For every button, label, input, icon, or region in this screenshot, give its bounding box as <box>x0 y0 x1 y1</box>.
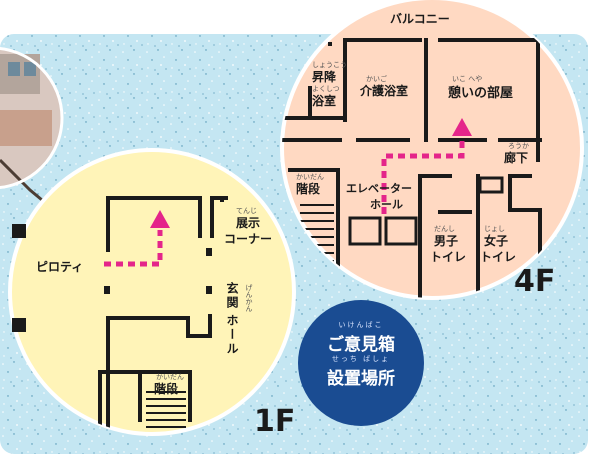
ruby-care-bath: かいご <box>366 75 387 83</box>
label-corridor: 廊下 <box>504 151 529 165</box>
label-piloti: ピロティ <box>36 260 84 274</box>
ruby-lounge: いこ へや <box>452 75 483 83</box>
label-elevator-hall-2: ホール <box>370 198 403 211</box>
ruby-corridor: ろうか <box>508 142 529 150</box>
floor-label-4f: 4F <box>514 264 556 299</box>
label-exhibit: 展示 <box>236 216 261 230</box>
label-womens-toilet-2: トイレ <box>480 250 517 264</box>
ruby-women: じょし <box>484 225 505 233</box>
label-entrance-hall-2: ホール <box>225 314 239 356</box>
ruby-lift: しょうこう <box>312 61 347 69</box>
photo-circle <box>0 46 64 202</box>
badge-ruby-1: いけんばこ <box>338 321 384 329</box>
label-mens-toilet: 男子 <box>434 234 459 248</box>
badge-line-2: 設置場所 <box>327 369 395 389</box>
floor-1f-plan <box>8 148 296 436</box>
badge-line-1: ご意見箱 <box>327 335 395 355</box>
ruby-stairs-1f: かいだん <box>156 373 184 381</box>
label-entrance-hall: 玄関 <box>225 282 239 310</box>
label-elevator-hall: エレベーター <box>346 182 412 195</box>
label-exhibit-2: コーナー <box>224 232 273 246</box>
ruby-exhibit: てんじ <box>236 207 257 215</box>
suggestion-box-badge: いけんばこ ご意見箱 せっち ばしょ 設置場所 <box>298 300 424 426</box>
route-arrow-1f <box>104 210 170 267</box>
route-arrow-4f <box>381 118 472 214</box>
ruby-men: だんし <box>434 225 455 233</box>
label-stairs-1f: 階段 <box>154 382 179 396</box>
ruby-entrance: げんかん <box>245 284 253 312</box>
label-stairs-4f: 階段 <box>296 182 321 196</box>
label-mens-toilet-2: トイレ <box>430 250 467 264</box>
ruby-stairs-4f: かいだん <box>296 173 324 181</box>
label-lounge: 憩いの部屋 <box>448 86 514 101</box>
label-balcony: バルコニー <box>390 12 450 26</box>
label-womens-toilet: 女子 <box>484 234 509 248</box>
label-lift-bath-2: 浴室 <box>312 94 337 108</box>
badge-ruby-2: せっち ばしょ <box>331 355 391 363</box>
floor-label-1f: 1F <box>254 404 296 439</box>
label-lift-bath: 昇降 <box>312 70 337 84</box>
label-care-bath: 介護浴室 <box>360 84 409 98</box>
ruby-bath: よくしつ <box>312 85 340 93</box>
